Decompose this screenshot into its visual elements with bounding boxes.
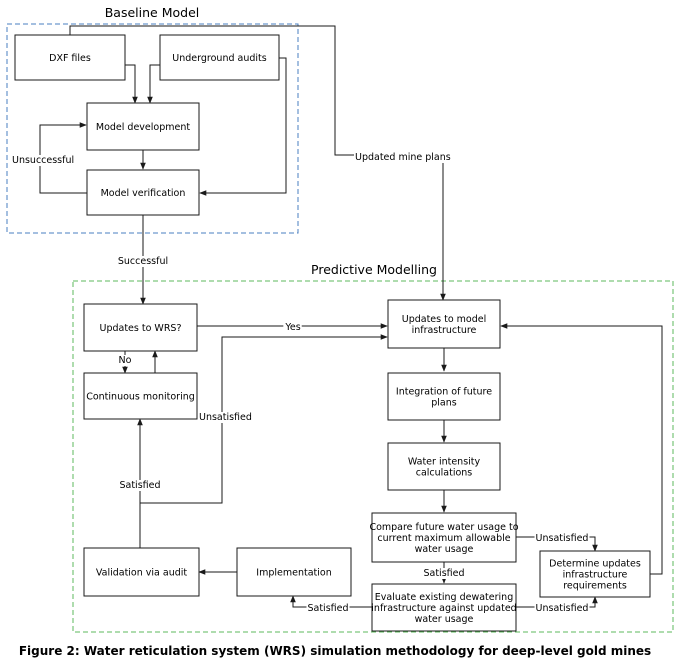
connector-label-unsuccessful: Unsuccessful: [12, 155, 74, 166]
box-evaluate-text: water usage: [415, 614, 474, 625]
connector-label-bg: [118, 480, 162, 491]
dxf-to-model-development-connector: [125, 64, 138, 104]
box-compare-text: water usage: [415, 544, 474, 555]
box-water-intensity-text: calculations: [416, 468, 473, 479]
connector-label-unsatisfied-eval: Unsatisfied: [536, 603, 589, 614]
connector-label-bg: [11, 155, 76, 166]
box-determine-text: Determine updates: [549, 559, 641, 570]
box-model-dev: Model development: [86, 102, 200, 151]
connector-label-bg: [534, 603, 590, 614]
connector-label-unsatisfied-left: Unsatisfied: [199, 412, 252, 423]
updated-mine-plans-connector: [69, 25, 446, 301]
box-validation-text: Validation via audit: [96, 568, 188, 579]
audits-to-model-verification-connector: [199, 57, 287, 196]
box-dxf-text: DXF files: [49, 53, 91, 64]
box-updates-wrs: Updates to WRS?: [83, 303, 198, 352]
connector-label-bg: [306, 603, 350, 614]
box-implementation-text: Implementation: [256, 568, 331, 579]
box-updates-infra-text: Updates to model: [402, 314, 487, 325]
connector-label-yes: Yes: [284, 322, 300, 333]
connector-label-satisfied-eval: Satisfied: [307, 603, 348, 614]
unsatisfied-validation-connector: [140, 334, 388, 504]
box-implementation: Implementation: [236, 547, 352, 597]
box-updates-wrs-text: Updates to WRS?: [100, 323, 182, 334]
box-compare-text: Compare future water usage to: [369, 522, 518, 533]
connector-label-bg: [116, 256, 170, 267]
box-evaluate-text: Evaluate existing dewatering: [375, 592, 513, 603]
connector-label-satisfied-compare: Satisfied: [423, 568, 464, 579]
box-audits-text: Underground audits: [172, 53, 266, 64]
connector-label-updated-plans: Updated mine plans: [355, 152, 451, 163]
box-integration-text: plans: [431, 398, 457, 409]
connector-label-bg: [354, 152, 452, 163]
predictive-modelling-group: [72, 280, 674, 633]
connector-label-successful: Successful: [118, 256, 168, 267]
baseline-model-title: Baseline Model: [105, 5, 200, 20]
box-water-intensity-text: Water intensity: [408, 457, 481, 468]
box-integration-text: Integration of future: [396, 387, 492, 398]
baseline-model-group: [6, 23, 299, 234]
connector-label-no: No: [119, 355, 132, 366]
box-determine: Determine updatesinfrastructurerequireme…: [539, 550, 651, 598]
box-audits: Underground audits: [159, 34, 280, 81]
box-model-dev-text: Model development: [96, 122, 190, 133]
connector-label-bg: [422, 568, 466, 579]
box-determine-text: requirements: [563, 581, 627, 592]
box-cont-mon: Continuous monitoring: [83, 372, 198, 420]
box-updates-infra-text: infrastructure: [412, 325, 477, 336]
audits-to-model-development-connector: [147, 64, 160, 104]
connector-label-bg: [117, 355, 133, 366]
figure-caption: Figure 2: Water reticulation system (WRS…: [19, 644, 651, 658]
box-evaluate-text: infrastructure against updated: [371, 603, 516, 614]
connector-label-bg: [198, 412, 253, 423]
box-validation: Validation via audit: [83, 547, 200, 597]
box-determine-text: infrastructure: [563, 570, 628, 581]
connector-label-bg: [534, 533, 590, 544]
box-compare-text: current maximum allowable: [377, 533, 510, 544]
box-model-ver: Model verification: [86, 169, 200, 216]
determine-to-infra-connector: [500, 323, 663, 575]
connector-label-unsatisfied-compare: Unsatisfied: [536, 533, 589, 544]
box-evaluate: Evaluate existing dewateringinfrastructu…: [371, 583, 517, 632]
box-dxf: DXF files: [14, 34, 126, 81]
box-model-ver-text: Model verification: [101, 188, 186, 199]
connector-label-satisfied-left: Satisfied: [119, 480, 160, 491]
connector-label-bg: [283, 322, 302, 333]
box-cont-mon-text: Continuous monitoring: [86, 392, 195, 403]
predictive-modelling-title: Predictive Modelling: [311, 262, 437, 277]
